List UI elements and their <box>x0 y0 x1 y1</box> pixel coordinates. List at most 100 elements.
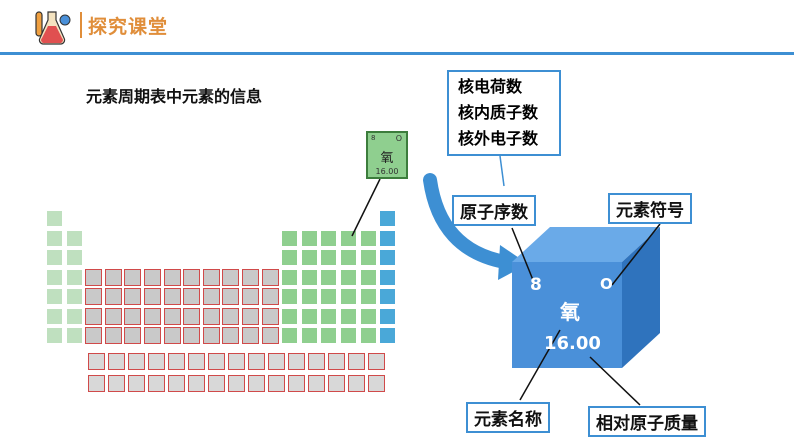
periodic-cell <box>242 327 259 344</box>
periodic-cell <box>202 268 220 286</box>
periodic-cell <box>65 268 83 286</box>
periodic-cell <box>124 327 142 344</box>
periodic-cell <box>261 268 279 286</box>
periodic-cell <box>202 288 220 305</box>
periodic-cell <box>379 268 397 286</box>
periodic-cell <box>163 327 181 344</box>
periodic-cell <box>348 353 365 370</box>
periodic-cell <box>288 353 305 370</box>
periodic-cell <box>128 353 145 370</box>
header-bar: 探究课堂 <box>0 0 794 58</box>
label-element-name: 元素名称 <box>466 402 550 433</box>
periodic-cell <box>222 268 240 286</box>
periodic-cell <box>183 307 201 325</box>
periodic-cell <box>320 288 338 305</box>
periodic-cell <box>359 327 377 344</box>
periodic-cell <box>222 327 240 344</box>
periodic-cell <box>340 327 357 344</box>
tip-line: 核电荷数 <box>458 77 523 96</box>
periodic-cell <box>368 375 385 392</box>
periodic-cell <box>46 229 63 247</box>
cube-element-name: 氧 <box>560 300 580 324</box>
periodic-cell <box>281 229 299 247</box>
label-atomic-number: 原子序数 <box>452 195 536 226</box>
periodic-cell <box>144 288 161 305</box>
periodic-cell <box>281 268 299 286</box>
periodic-cell <box>261 307 279 325</box>
periodic-cell <box>148 375 165 392</box>
flask-icon <box>35 11 71 45</box>
periodic-cell <box>168 375 185 392</box>
periodic-cell <box>228 375 245 392</box>
periodic-cell <box>85 268 103 286</box>
periodic-cell <box>281 288 299 305</box>
periodic-cell <box>163 307 181 325</box>
periodic-cell <box>202 307 220 325</box>
periodic-cell <box>359 229 377 247</box>
periodic-cell <box>340 249 357 266</box>
periodic-cell <box>65 327 83 344</box>
periodic-cell <box>124 307 142 325</box>
periodic-cell <box>46 327 63 344</box>
zoom-symbol: O <box>395 134 402 143</box>
periodic-cell <box>228 353 245 370</box>
periodic-cell <box>261 288 279 305</box>
periodic-cell <box>242 307 259 325</box>
periodic-cell <box>148 353 165 370</box>
cube-atomic-number: 8 <box>530 275 542 295</box>
periodic-cell <box>46 307 63 325</box>
periodic-cell <box>248 375 265 392</box>
periodic-cell <box>340 288 357 305</box>
periodic-cell <box>379 327 397 344</box>
periodic-cell <box>85 288 103 305</box>
periodic-cell <box>128 375 145 392</box>
periodic-cell <box>308 375 325 392</box>
periodic-cell <box>124 268 142 286</box>
label-atomic-mass: 相对原子质量 <box>588 406 706 437</box>
header-divider <box>80 12 82 38</box>
periodic-cell <box>163 268 181 286</box>
zoom-name: 氧 <box>380 151 394 166</box>
periodic-cell <box>168 353 185 370</box>
periodic-cell <box>242 288 259 305</box>
periodic-cell <box>359 288 377 305</box>
periodic-cell <box>308 353 325 370</box>
periodic-cell <box>65 307 83 325</box>
periodic-cell <box>183 288 201 305</box>
periodic-cell <box>144 268 161 286</box>
periodic-cell <box>88 375 105 392</box>
cube-atomic-mass: 16.00 <box>544 333 601 354</box>
periodic-cell <box>268 375 285 392</box>
periodic-cell <box>288 375 305 392</box>
periodic-cell <box>85 327 103 344</box>
periodic-cell <box>46 288 63 305</box>
periodic-cell <box>359 268 377 286</box>
periodic-cell <box>300 288 318 305</box>
periodic-cell <box>328 353 345 370</box>
periodic-cell <box>104 288 122 305</box>
periodic-cell <box>379 229 397 247</box>
zoom-number: 8 <box>371 134 376 142</box>
periodic-cell <box>183 327 201 344</box>
periodic-cell <box>183 268 201 286</box>
periodic-cell <box>104 327 122 344</box>
header-underline <box>0 52 794 55</box>
periodic-cell <box>242 268 259 286</box>
periodic-cell <box>320 327 338 344</box>
periodic-cell <box>108 353 125 370</box>
periodic-cell <box>340 307 357 325</box>
periodic-cell <box>268 353 285 370</box>
periodic-cell <box>368 353 385 370</box>
periodic-cell <box>320 307 338 325</box>
periodic-cell <box>144 307 161 325</box>
periodic-cell <box>108 375 125 392</box>
periodic-cell <box>65 288 83 305</box>
periodic-cell <box>359 307 377 325</box>
periodic-cell <box>163 288 181 305</box>
periodic-cell <box>46 249 63 266</box>
periodic-cell <box>188 353 205 370</box>
periodic-cell <box>208 353 225 370</box>
periodic-cell <box>328 375 345 392</box>
subtitle: 元素周期表中元素的信息 <box>86 87 263 106</box>
